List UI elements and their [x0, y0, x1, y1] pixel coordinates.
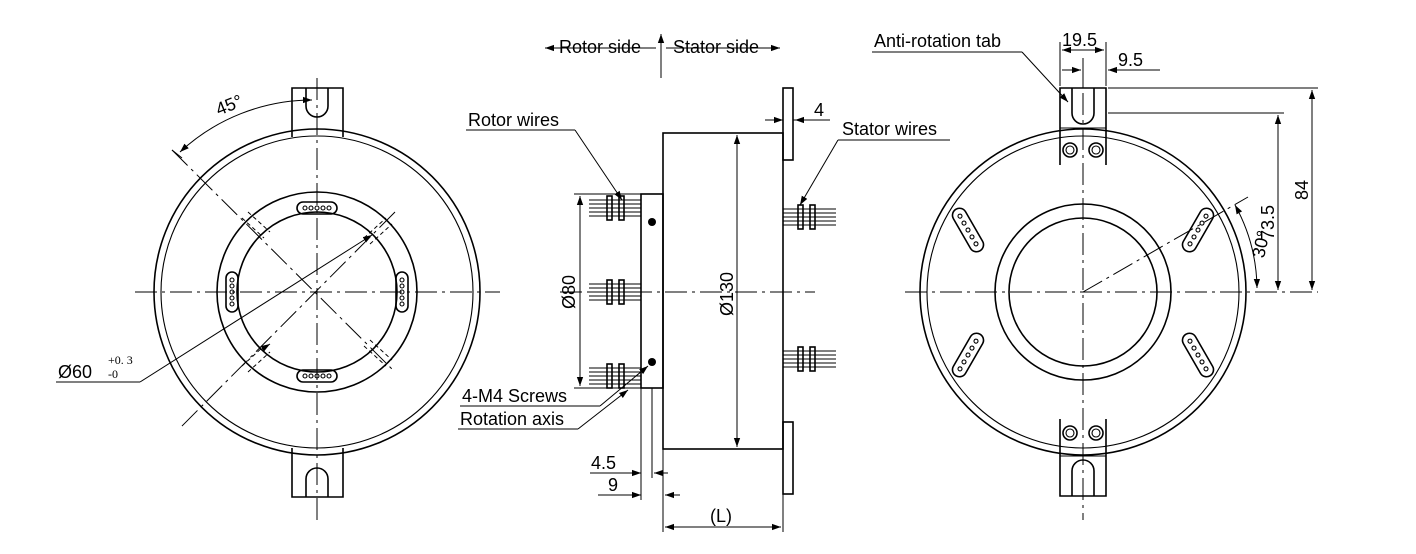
stator-wires-callout: Stator wires	[799, 119, 950, 206]
stator-bundle-lower-left	[951, 332, 985, 378]
tab-width-dimensions: 19.5 9.5	[1059, 30, 1160, 86]
height-84-text: 84	[1292, 180, 1312, 200]
stator-flange-top	[782, 87, 794, 161]
offset-9-text: 9	[608, 475, 618, 495]
anti-rotation-tab-callout: Anti-rotation tab	[872, 31, 1069, 103]
screw-icon	[648, 358, 656, 366]
wire-bundle-top	[296, 201, 338, 215]
length-L-dimension: (L)	[665, 494, 784, 532]
screws-callout: 4-M4 Screws Rotation axis	[458, 365, 649, 430]
length-L-text: (L)	[710, 506, 732, 526]
height-dimensions: 84 73.5	[1108, 87, 1318, 290]
anti-rotation-tab-label: Anti-rotation tab	[874, 31, 1001, 51]
screw-hole-markers	[241, 211, 393, 373]
wire-bundle-bottom	[296, 369, 338, 383]
bore-tol-upper: +0. 3	[108, 353, 133, 367]
dia-80-dimension: Ø80	[559, 193, 641, 389]
stator-wire-bundle-bottom	[783, 346, 836, 372]
flange-4-dimension: 4	[765, 100, 830, 124]
stator-wires-label: Stator wires	[842, 119, 937, 139]
bore-tol-lower: -0	[108, 367, 118, 381]
left-front-view: 45° Ø60 +0. 3 -0	[56, 78, 500, 520]
stator-flange-bottom	[782, 421, 794, 495]
bore-diameter-dimension: Ø60 +0. 3 -0	[56, 234, 373, 383]
side-view: Rotor side Stator side	[458, 34, 950, 532]
rotation-axis-label: Rotation axis	[460, 409, 564, 429]
offset-4-5-text: 4.5	[591, 453, 616, 473]
stator-bundle-upper-left	[951, 207, 985, 253]
stator-side-label: Stator side	[673, 37, 759, 57]
dia-130-dimension: Ø130	[717, 135, 741, 447]
screws-label: 4-M4 Screws	[462, 386, 567, 406]
rotor-wires-callout: Rotor wires	[466, 110, 623, 201]
wire-bundle-left	[225, 271, 239, 313]
bore-diameter-text: Ø60	[58, 362, 92, 382]
screw-icon	[648, 218, 656, 226]
right-front-view: Anti-rotation tab 19.5 9.5 84 73.5	[872, 30, 1318, 520]
angle-45-text: 45°	[213, 91, 246, 120]
stator-wire-bundle-top	[783, 204, 836, 230]
dia-80-text: Ø80	[559, 275, 579, 309]
direction-header: Rotor side Stator side	[545, 34, 780, 78]
rotor-wires-label: Rotor wires	[468, 110, 559, 130]
rotor-wire-bundle-bottom	[589, 363, 641, 389]
height-73-5-text: 73.5	[1258, 205, 1278, 240]
tab-9-5-text: 9.5	[1118, 50, 1143, 70]
rotor-wire-bundle-top	[589, 195, 641, 221]
offset-dimensions: 4.5 9	[590, 388, 680, 532]
rotor-side-label: Rotor side	[559, 37, 641, 57]
dia-130-text: Ø130	[717, 272, 737, 316]
rotor-wire-bundle-middle	[589, 279, 641, 305]
stator-bundle-upper-right	[1181, 207, 1215, 253]
flange-4-text: 4	[814, 100, 824, 120]
wire-bundle-right	[395, 271, 409, 313]
tab-19-5-text: 19.5	[1062, 30, 1097, 50]
angle-30-text: 30°	[1248, 229, 1273, 260]
stator-bundle-lower-right	[1181, 332, 1215, 378]
